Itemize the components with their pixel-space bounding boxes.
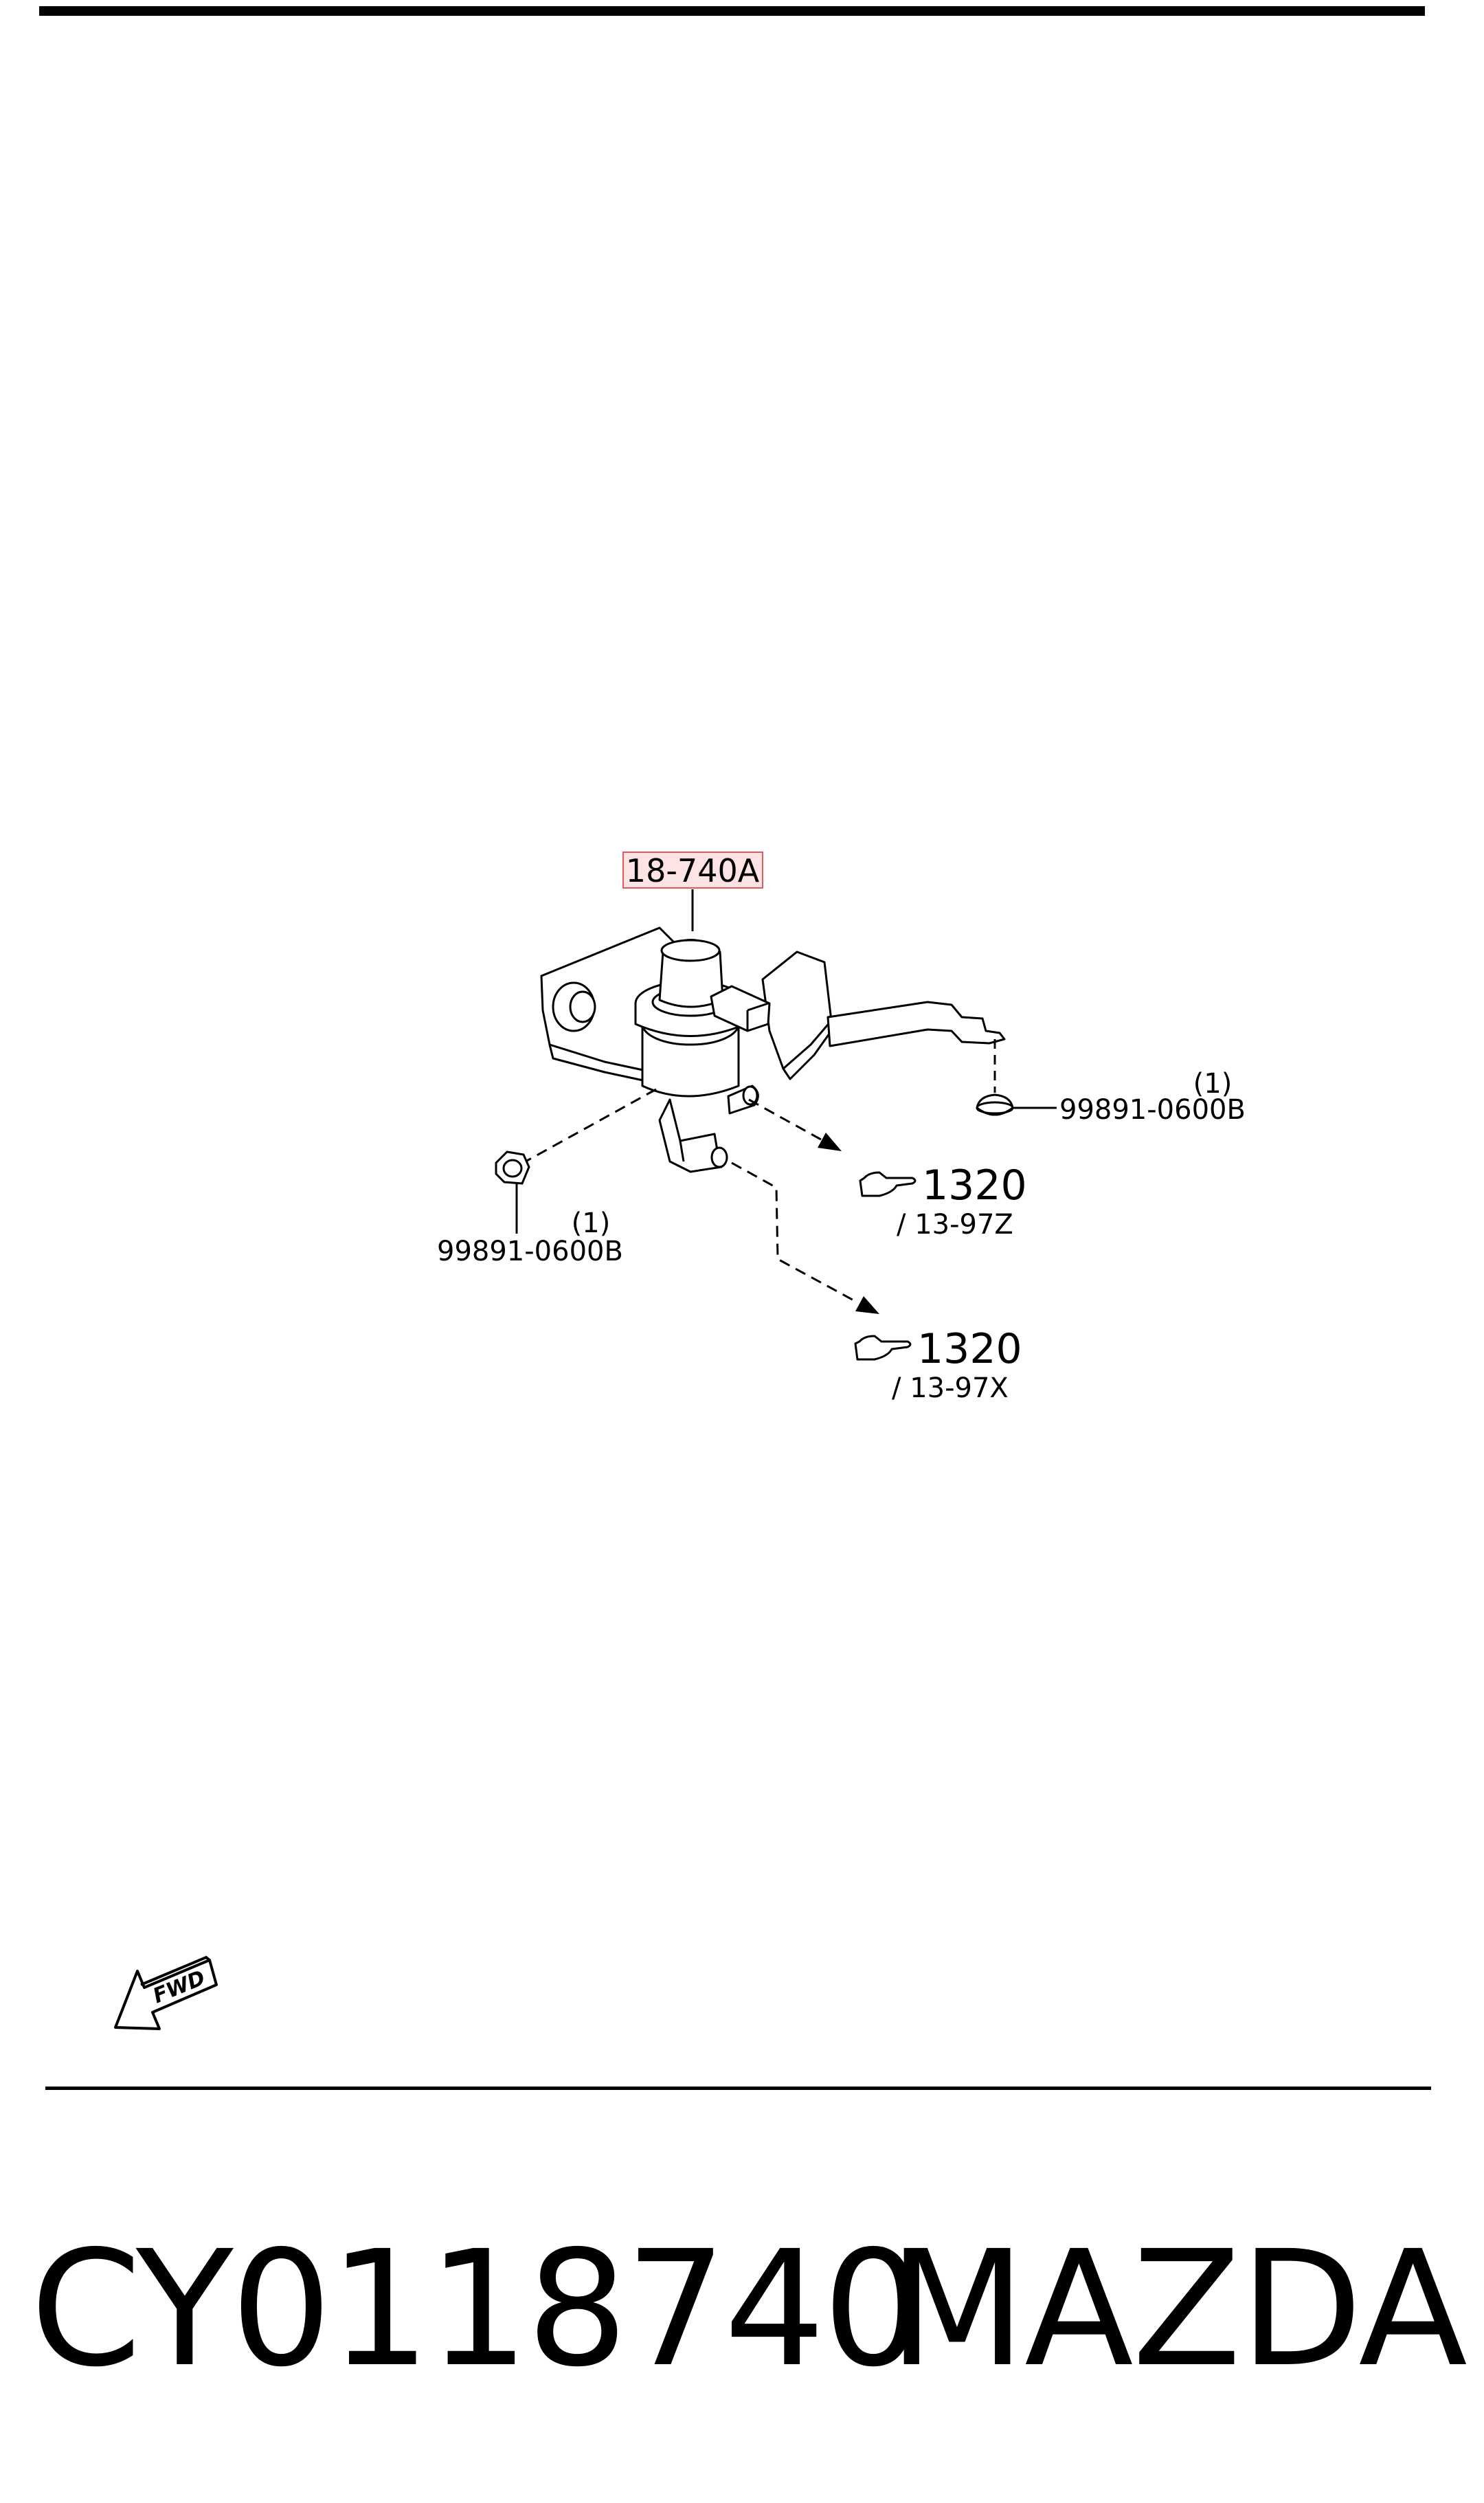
part-number: CY0118740 [30,2216,924,2402]
bottom-rule [45,2087,1431,2090]
main-part-callout[interactable]: 18-740A [622,852,763,889]
hose-ref-upper-dash [748,1098,822,1141]
fastener-left[interactable]: (1) 99891-0600B [437,1088,657,1267]
fastener-right[interactable]: (1) 99891-0600B [976,1039,1246,1126]
hex-nut-icon [495,1150,530,1185]
solenoid-valve-assembly [540,926,1006,1173]
arrow-head-icon [818,1133,842,1151]
flange-nut-icon [976,1093,1014,1116]
ref-lower-sub: / 13-97X [892,1372,1009,1404]
arrow-head-icon [855,1296,879,1314]
top-rule [39,6,1425,16]
ref-upper-sub: / 13-97Z [897,1209,1013,1241]
right-bracket [761,950,833,1070]
pointing-hand-icon [859,1171,917,1197]
main-part-label: 18-740A [626,852,760,889]
ref-upper-fig: 1320 [922,1161,1027,1210]
hose-ref-upper[interactable]: 1320 / 13-97Z [748,1098,1027,1241]
fastener-left-label: 99891-0600B [437,1236,623,1267]
mounting-strap [827,1001,1006,1047]
fastener-right-label: 99891-0600B [1059,1094,1246,1126]
footer: CY0118740 MAZDA [30,2216,1468,2402]
ref-lower-fig: 1320 [917,1325,1022,1373]
electrical-connector [710,985,771,1032]
fwd-arrow-icon: FWD [114,1955,218,2030]
hose-ref-lower-dash [731,1161,858,1304]
fastener-left-qty: (1) [572,1208,611,1239]
hose-ref-lower[interactable]: 1320 / 13-97X [731,1161,1022,1404]
fastener-right-qty: (1) [1193,1068,1233,1100]
brand-name: MAZDA [888,2216,1468,2402]
fastener-left-dash [525,1088,657,1163]
pointing-hand-icon [854,1335,912,1361]
main-part-highlight [622,852,763,889]
